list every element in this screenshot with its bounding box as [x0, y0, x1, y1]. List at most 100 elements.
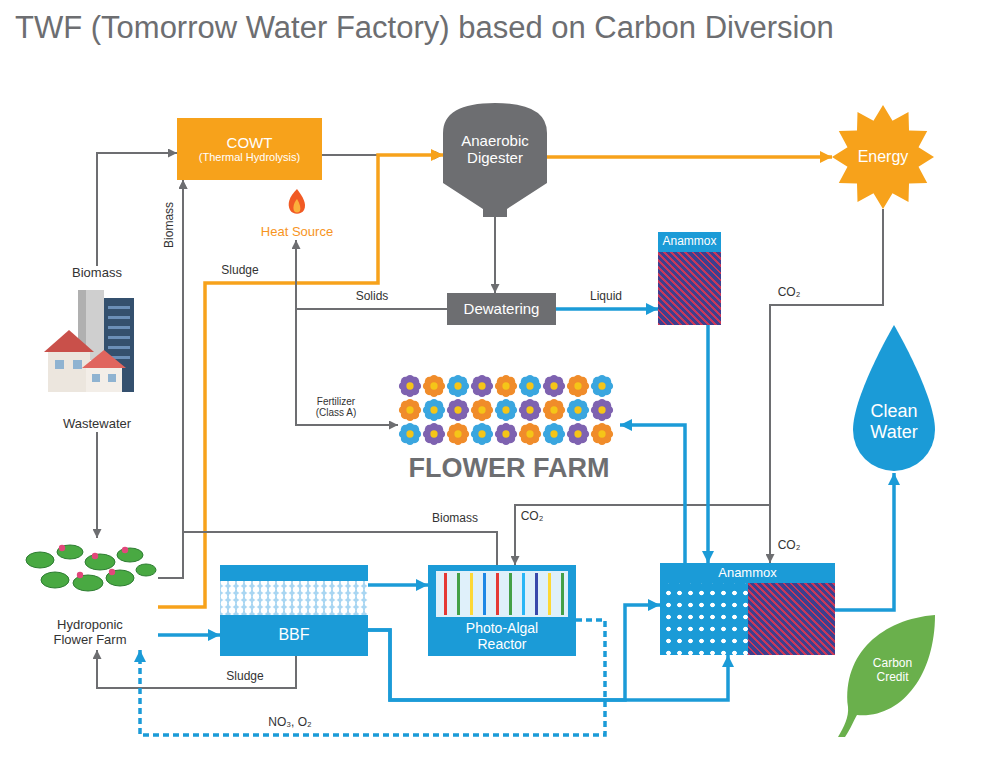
- buildings-icon-part: [92, 374, 100, 382]
- connector: [556, 307, 658, 311]
- node-text: Anaerobic Digester: [450, 132, 540, 167]
- flower-icons-part: [471, 423, 493, 445]
- node-text: Heat Source: [261, 225, 333, 240]
- connector: [620, 425, 685, 563]
- node-text: (Thermal Hydrolysis): [199, 151, 300, 164]
- connector: [96, 432, 98, 538]
- heat-source: Heat Source: [255, 188, 339, 240]
- hydroponic-farm: Hydroponic Flower Farm: [22, 538, 158, 650]
- connector: [296, 240, 447, 309]
- process-box: COWT(Thermal Hydrolysis): [177, 118, 322, 180]
- flower-icons-part: [591, 399, 613, 421]
- connector-label: Biomass: [163, 200, 177, 250]
- lily-blossoms-part: [77, 572, 83, 578]
- lily-pads-part: [57, 545, 83, 559]
- lily-blossoms: [59, 545, 128, 578]
- buildings-icon-part: [108, 306, 130, 309]
- buildings-icon-part: [108, 326, 130, 329]
- lily-blossoms-part: [122, 547, 128, 553]
- connector: [368, 583, 428, 587]
- flower-icons-part: [423, 399, 445, 421]
- flower-icons: [399, 375, 613, 445]
- buildings-icon-part: [48, 350, 90, 392]
- lily-pads-part: [117, 548, 143, 562]
- lily-pads-part: [26, 552, 54, 568]
- filter-box: BBF: [220, 565, 368, 656]
- node-text: Anammox: [662, 235, 716, 249]
- lily-pads-part: [136, 564, 156, 576]
- lily-pads-part: [73, 575, 103, 591]
- flower-icons-part: [471, 399, 493, 421]
- connector-label: Solids: [354, 290, 391, 304]
- digester-tank-shape: [443, 103, 547, 217]
- flower-icons-part: [447, 375, 469, 397]
- node-text: Wastewater: [63, 417, 131, 432]
- fire-icon-part: [289, 189, 305, 214]
- connector: [158, 155, 443, 607]
- node-text: COWT: [227, 134, 273, 151]
- lily-blossoms-part: [92, 553, 98, 559]
- buildings-icon-part: [108, 374, 116, 382]
- lily-blossoms-part: [59, 545, 65, 551]
- fire-icon-part: [293, 199, 300, 213]
- connector-label: CO₂: [776, 539, 803, 553]
- flower-icons-part: [471, 375, 493, 397]
- flower-icons-part: [567, 375, 589, 397]
- flower-icons-part: [519, 423, 541, 445]
- buildings-icon-part: [86, 366, 122, 392]
- diagram-title: TWF (Tomorrow Water Factory) based on Ca…: [15, 10, 834, 46]
- energy-star-shape: [832, 105, 934, 209]
- node-text: Carbon Credit: [863, 657, 923, 685]
- buildings-icon-part: [44, 330, 94, 352]
- lily-blossoms-part: [109, 569, 115, 575]
- flower-icons-part: [399, 423, 421, 445]
- node-text: Hydroponic Flower Farm: [45, 618, 135, 648]
- buildings-icon-part: [108, 316, 130, 319]
- buildings-icon: [44, 290, 134, 392]
- reactor-box: Photo-Algal Reactor: [428, 565, 576, 656]
- node-text: Clean Water: [858, 401, 930, 442]
- connector: [183, 180, 497, 565]
- connector: [158, 633, 220, 637]
- connector: [515, 209, 883, 565]
- connector: [97, 153, 177, 266]
- source-icon: BiomassWastewater: [37, 266, 157, 432]
- water-drop: Clean Water: [853, 325, 935, 473]
- flower-farm: FLOWER FARM: [398, 372, 620, 484]
- flower-icons-part: [447, 423, 469, 445]
- connector: [547, 155, 832, 159]
- buildings-icon-part: [108, 346, 130, 349]
- flower-icons-part: [567, 399, 589, 421]
- node-text: Dewatering: [464, 300, 540, 317]
- energy-star: Energy: [832, 105, 934, 209]
- flower-icons-part: [567, 423, 589, 445]
- flower-icons-part: [495, 399, 517, 421]
- connector: [158, 180, 183, 578]
- node-text: Biomass: [72, 266, 122, 281]
- connector: [296, 309, 447, 425]
- digester-tank: Anaerobic Digester: [443, 103, 547, 217]
- connector: [706, 325, 710, 563]
- flower-icons-part: [543, 423, 565, 445]
- flower-icons-part: [423, 375, 445, 397]
- buildings-icon-part: [73, 360, 82, 369]
- flower-icons-part: [543, 375, 565, 397]
- flower-icons-part: [423, 423, 445, 445]
- flower-icons-part: [519, 375, 541, 397]
- connector-label: NO₃, O₂: [266, 716, 314, 730]
- flower-icons-part: [399, 375, 421, 397]
- flower-icons-part: [591, 375, 613, 397]
- flower-icons-part: [447, 399, 469, 421]
- node-text: Photo-Algal Reactor: [452, 620, 552, 652]
- node-text: Energy: [858, 148, 909, 166]
- buildings-icon-part: [82, 350, 126, 368]
- node-text: FLOWER FARM: [409, 453, 610, 484]
- flower-icons-part: [399, 399, 421, 421]
- connector-label: Sludge: [219, 264, 260, 278]
- connector-label: CO₂: [519, 510, 546, 524]
- connector-label: Biomass: [430, 512, 480, 526]
- carbon-leaf-shape: [838, 615, 935, 737]
- buildings-icon-part: [108, 336, 130, 339]
- flow-label: CO₂: [776, 286, 803, 300]
